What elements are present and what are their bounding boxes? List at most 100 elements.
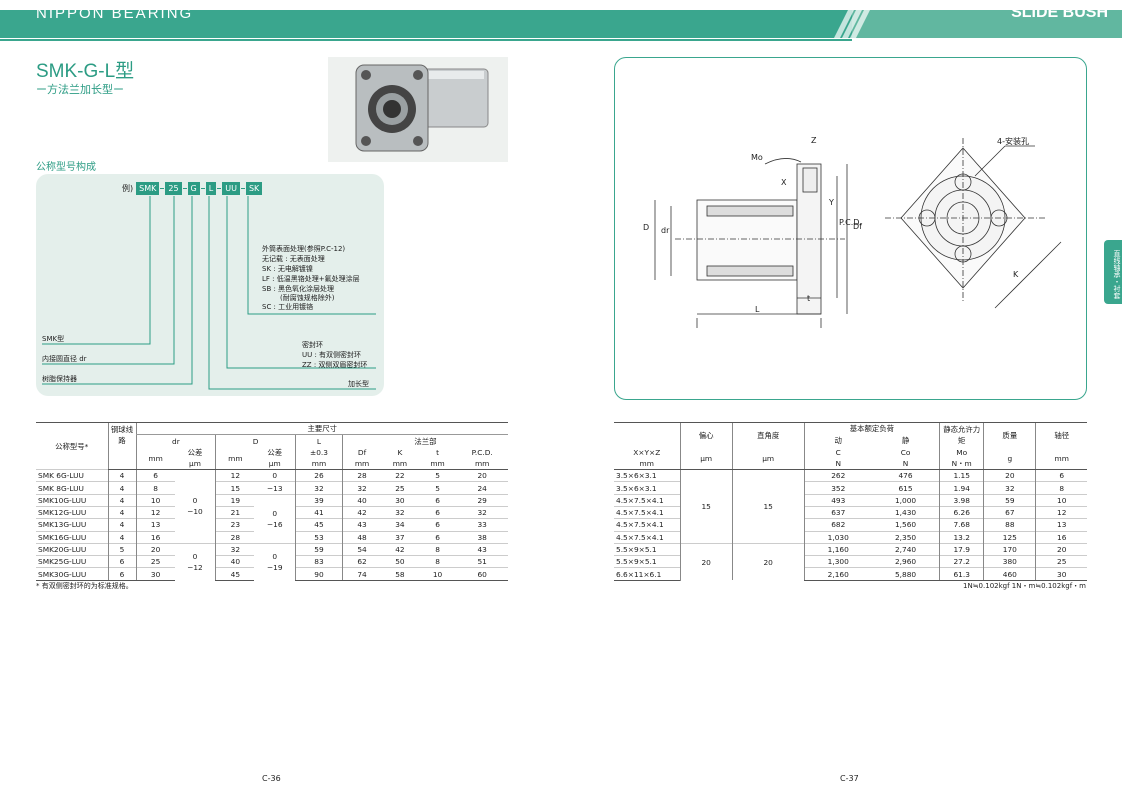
table-cell: 41 bbox=[295, 505, 343, 519]
th-shaft: 轴径 bbox=[1035, 422, 1087, 448]
unit-note: 1N≒0.102kgf 1N・m≒0.102kgf・m bbox=[963, 582, 1086, 590]
label-D: D bbox=[643, 223, 650, 232]
table-cell: 15 bbox=[679, 469, 733, 544]
table-cell: 26 bbox=[295, 469, 343, 482]
table-cell: 15 bbox=[731, 469, 805, 544]
section-title: SLIDE BUSH bbox=[1011, 4, 1108, 21]
example-label: 例) bbox=[122, 184, 134, 193]
th-mass-unit: g bbox=[983, 447, 1036, 471]
th-ball: 钢球线路 bbox=[107, 422, 136, 448]
table-cell: 27.2 bbox=[939, 555, 984, 568]
table-cell: 20 bbox=[456, 469, 508, 482]
table-cell: 39 bbox=[295, 493, 343, 507]
table-cell: 17.9 bbox=[939, 542, 984, 556]
table-cell: 6 bbox=[135, 469, 175, 482]
th-shaft-unit: mm bbox=[1035, 447, 1087, 471]
table-cell: 682 bbox=[803, 518, 872, 532]
table-cell: 90 bbox=[295, 567, 343, 581]
table-cell: 58 bbox=[381, 567, 419, 581]
table-cell: 28 bbox=[215, 530, 255, 544]
header-bar bbox=[0, 10, 1122, 41]
table-cell: 6 bbox=[107, 567, 136, 581]
label-surface-sb2: (耐腐蚀规格除外) bbox=[280, 294, 335, 302]
table-cell: 5 bbox=[107, 542, 136, 556]
table-cell: 4 bbox=[107, 518, 136, 532]
chip-uu: UU bbox=[222, 182, 240, 195]
table-cell: SMK 8G-LUU bbox=[36, 481, 108, 495]
table-cell: SMK 6G-LUU bbox=[36, 469, 108, 482]
table-cell: 12 bbox=[135, 505, 175, 519]
table-cell: 8 bbox=[135, 481, 175, 495]
th-perp-unit: μm bbox=[731, 447, 805, 471]
table-cell: 2,740 bbox=[871, 542, 940, 556]
table-cell: 3.5×6×3.1 bbox=[614, 481, 680, 495]
model-code-chips: 例) SMK 25 G L UU SK bbox=[122, 182, 263, 195]
table-cell: 51 bbox=[456, 555, 508, 568]
label-surface-sb: SB : 黑色氧化涂层处理 bbox=[262, 285, 335, 293]
product-subtitle: ー方法兰加长型ー bbox=[36, 83, 124, 96]
table-cell: 30 bbox=[1035, 567, 1087, 581]
table-cell: 19 bbox=[215, 493, 255, 507]
table-cell: 380 bbox=[983, 555, 1036, 568]
label-dr: dr bbox=[661, 226, 670, 235]
chip-sk: SK bbox=[245, 182, 263, 195]
table-cell: 10 bbox=[1035, 493, 1087, 507]
table-cell: 32 bbox=[381, 505, 419, 519]
table-cell: 8 bbox=[418, 542, 457, 556]
table-cell: 32 bbox=[215, 542, 255, 556]
label-surface-lf: LF : 低温黑铬处理+氟处理涂层 bbox=[262, 275, 360, 283]
table-cell: 2,960 bbox=[871, 555, 940, 568]
label-surface-none: 无记载 : 无表面处理 bbox=[262, 255, 325, 263]
table-cell: 13 bbox=[1035, 518, 1087, 532]
label-seal-title: 密封环 bbox=[302, 341, 323, 349]
table-cell: 262 bbox=[803, 469, 872, 482]
table-cell: 0 bbox=[254, 469, 296, 482]
table-cell: 460 bbox=[983, 567, 1036, 581]
table-cell: 15 bbox=[215, 481, 255, 495]
table-cell: 29 bbox=[456, 493, 508, 507]
table-cell: 1.15 bbox=[939, 469, 984, 482]
side-tab: 直线轴承・衬套 bbox=[1104, 240, 1122, 304]
table-cell: 88 bbox=[983, 518, 1036, 532]
table-cell: 2,160 bbox=[803, 567, 872, 581]
table-cell: 16 bbox=[1035, 530, 1087, 544]
table-cell: 21 bbox=[215, 505, 255, 519]
table-cell: 83 bbox=[295, 555, 343, 568]
table-cell: 59 bbox=[295, 542, 343, 556]
drawing bbox=[654, 138, 1062, 328]
table-cell: −13 bbox=[254, 481, 296, 495]
label-t: t bbox=[807, 294, 811, 303]
label-seal-uu: UU : 有双侧密封环 bbox=[302, 351, 362, 359]
table-cell: SMK13G-LUU bbox=[36, 518, 108, 532]
label-surface-sk: SK : 无电解镀镍 bbox=[262, 265, 313, 273]
label-K: K bbox=[1013, 270, 1019, 279]
label-L: L bbox=[755, 305, 760, 314]
table-cell: 6 bbox=[107, 555, 136, 568]
table-cell: 54 bbox=[341, 542, 382, 556]
table-cell: 59 bbox=[983, 493, 1036, 507]
th-perp: 直角度 bbox=[731, 422, 805, 448]
label-long: 加长型 bbox=[348, 380, 369, 388]
table-note: * 有双侧密封环的为标准规格。 bbox=[36, 582, 133, 590]
table-cell: 13.2 bbox=[939, 530, 984, 544]
table-cell: 43 bbox=[341, 518, 382, 532]
label-Y: Y bbox=[829, 198, 834, 207]
label-surface-title: 外筒表面处理(参照P.C-12) bbox=[262, 245, 346, 253]
table-cell: 67 bbox=[983, 505, 1036, 519]
th-load: 基本额定负荷 bbox=[803, 421, 940, 435]
label-Z: Z bbox=[811, 136, 817, 145]
table-cell: 637 bbox=[803, 505, 872, 519]
chip-l: L bbox=[205, 182, 217, 195]
